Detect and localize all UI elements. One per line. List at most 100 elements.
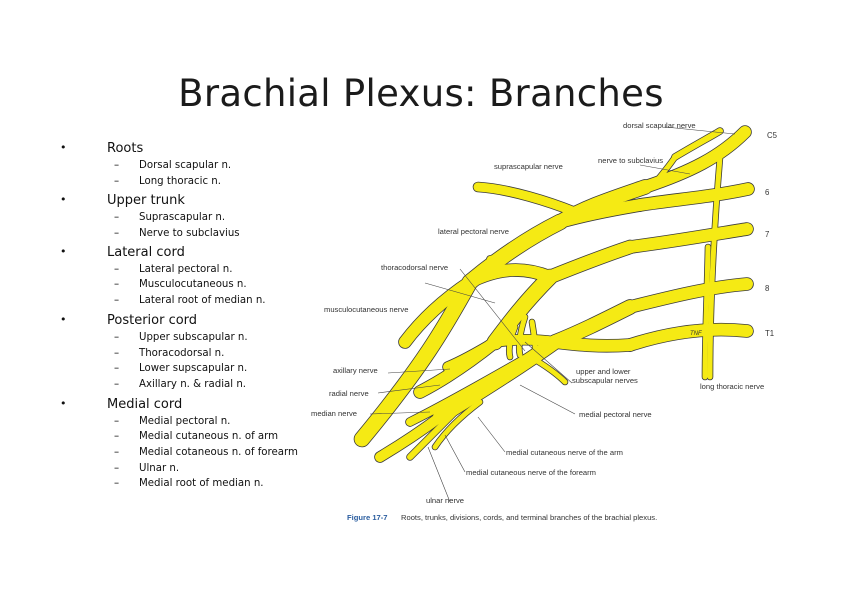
to-subclavius-nerve xyxy=(647,154,678,192)
label-c5: C5 xyxy=(767,131,778,140)
dash-marker: – xyxy=(114,347,120,359)
sub-item-label: Dorsal scapular n. xyxy=(139,160,232,171)
suprascapular-nerve xyxy=(473,182,580,217)
sub-item-label: Lateral pectoral n. xyxy=(139,263,233,275)
sub-item: – Axillary n. & radial n. xyxy=(60,379,330,395)
sub-item: – Upper subscapular n. xyxy=(60,332,330,348)
label-t1: T1 xyxy=(765,329,774,338)
root-c6-nerve xyxy=(634,183,754,211)
dash-marker: – xyxy=(114,175,120,187)
label-medial-cutaneous-arm: medial cutaneous nerve of the arm xyxy=(506,448,623,457)
dash-marker: – xyxy=(114,331,120,343)
brachial-plexus-figure: dorsal scapular nerve C5 suprascapular n… xyxy=(310,117,790,530)
label-medial-pectoral: medial pectoral nerve xyxy=(579,410,652,419)
sub-item-label: Lower supscapular n. xyxy=(139,363,248,375)
bullet-marker: • xyxy=(60,244,67,258)
label-upper-lower-2: subscapular nerves xyxy=(572,376,638,385)
label-lateral-pectoral: lateral pectoral nerve xyxy=(438,227,509,236)
bullet-label: Upper trunk xyxy=(107,193,185,209)
sub-item: – Long thoracic n. xyxy=(60,176,330,192)
bullet-label: Posterior cord xyxy=(107,312,198,328)
lower-subscapular-nerve xyxy=(529,319,538,360)
bullet-outline: • Roots – Dorsal scapular n. – Long thorac… xyxy=(60,140,330,494)
sub-item-label: Long thoracic n. xyxy=(139,175,221,187)
dash-marker: – xyxy=(114,263,120,275)
med-cut-forearm-nerve xyxy=(407,404,463,460)
label-c7: 7 xyxy=(765,230,769,239)
sub-item-label: Thoracodorsal n. xyxy=(139,347,225,359)
label-upper-lower-1: upper and lower xyxy=(576,367,631,376)
label-ulnar: ulnar nerve xyxy=(426,496,464,505)
leader-lines xyxy=(369,126,736,503)
dash-marker: – xyxy=(114,160,120,171)
dash-marker: – xyxy=(114,446,120,458)
label-median: median nerve xyxy=(311,409,357,418)
bullet-marker: • xyxy=(60,396,67,410)
sub-item: – Medial root of median n. xyxy=(60,478,330,494)
dash-marker: – xyxy=(114,363,120,375)
sub-item: –Lateral root of median n. xyxy=(60,295,330,311)
root-t1-nerve xyxy=(624,323,753,351)
bullet-lateral-cord: • Lateral cord xyxy=(60,244,330,264)
dash-marker: – xyxy=(114,279,120,291)
sub-item-label: Medial root of median n. xyxy=(139,478,264,490)
plexus-illustration: dorsal scapular nerve C5 suprascapular n… xyxy=(311,121,778,522)
sub-item: – Thoracodorsal n. xyxy=(60,348,330,364)
label-thoracodorsal: thoracodorsal nerve xyxy=(381,263,448,272)
nerve-fills xyxy=(354,126,754,462)
sub-item: – Dorsal scapular n. xyxy=(60,160,330,176)
label-medial-cutaneous-forearm: medial cutaneous nerve of the forearm xyxy=(466,468,596,477)
bullet-medial-cord: • Medial cord xyxy=(60,396,330,416)
sub-item-label: Axillary n. & radial n. xyxy=(139,378,247,390)
dash-marker: – xyxy=(114,378,120,390)
lateral-pectoral-nerve xyxy=(487,242,528,262)
long-thoracic-nerve xyxy=(707,154,723,380)
dash-marker: – xyxy=(114,415,120,427)
bullet-roots: • Roots xyxy=(60,140,330,160)
sub-item: –Musculocutaneous n. xyxy=(60,279,330,295)
bullet-label: Medial cord xyxy=(107,396,183,412)
med-cut-arm-nerve xyxy=(432,399,483,450)
sub-item: – Lower supscapular n. xyxy=(60,363,330,379)
middle-trunk-nerve xyxy=(543,240,637,284)
posterior-cord-nerve xyxy=(487,269,558,350)
label-nerve-to-subclavius: nerve to subclavius xyxy=(598,156,663,165)
dash-marker: – xyxy=(114,478,120,490)
sub-item-label: Ulnar n. xyxy=(139,462,180,474)
lower-trunk-nerve xyxy=(548,300,637,349)
radial-nerve xyxy=(414,336,501,398)
dash-marker: – xyxy=(114,228,120,240)
sub-item-label: Suprascapular n. xyxy=(139,212,226,224)
figure-labels: dorsal scapular nerve C5 suprascapular n… xyxy=(311,121,778,522)
upper-subscapular-nerve xyxy=(516,314,528,358)
sub-item-label: Upper subscapular n. xyxy=(139,331,248,343)
label-musculocutaneous: musculocutaneous nerve xyxy=(324,305,408,314)
medial-pectoral-nerve xyxy=(527,354,568,385)
label-c8: 8 xyxy=(765,284,769,293)
long-thoracic-b-nerve xyxy=(702,244,711,380)
median-b-nerve xyxy=(406,338,559,426)
label-axillary: axillary nerve xyxy=(333,366,378,375)
upper-trunk-2-nerve xyxy=(554,199,646,228)
figure-caption-label: Figure 17-7 xyxy=(347,513,388,522)
dash-marker: – xyxy=(114,212,120,224)
bullet-label: Roots xyxy=(107,141,144,156)
bullet-upper-trunk: • Upper trunk xyxy=(60,192,330,212)
bullet-marker: • xyxy=(60,312,67,326)
ulnar-nerve xyxy=(375,412,445,462)
figure-caption-text: Roots, trunks, divisions, cords, and ter… xyxy=(401,513,657,522)
bullet-label: Lateral cord xyxy=(107,244,185,260)
sub-item: –Medial cutaneous n. of arm xyxy=(60,431,330,447)
sub-item-label: Lateral root of median n. xyxy=(139,295,266,307)
dash-marker: – xyxy=(114,431,120,443)
sub-item: – Lateral pectoral n. xyxy=(60,264,330,280)
label-long-thoracic: long thoracic nerve xyxy=(700,382,764,391)
sub-item: –Medial pectoral n. xyxy=(60,416,330,432)
label-c6: 6 xyxy=(765,188,769,197)
bullet-posterior-cord: • Posterior cord xyxy=(60,312,330,332)
lower-trunk-2-nerve xyxy=(549,336,636,352)
slide-title: Brachial Plexus: Branches xyxy=(178,72,664,115)
sub-item-label: Nerve to subclavius xyxy=(139,228,240,240)
median-nerve xyxy=(354,274,478,447)
bullet-marker: • xyxy=(60,193,67,207)
